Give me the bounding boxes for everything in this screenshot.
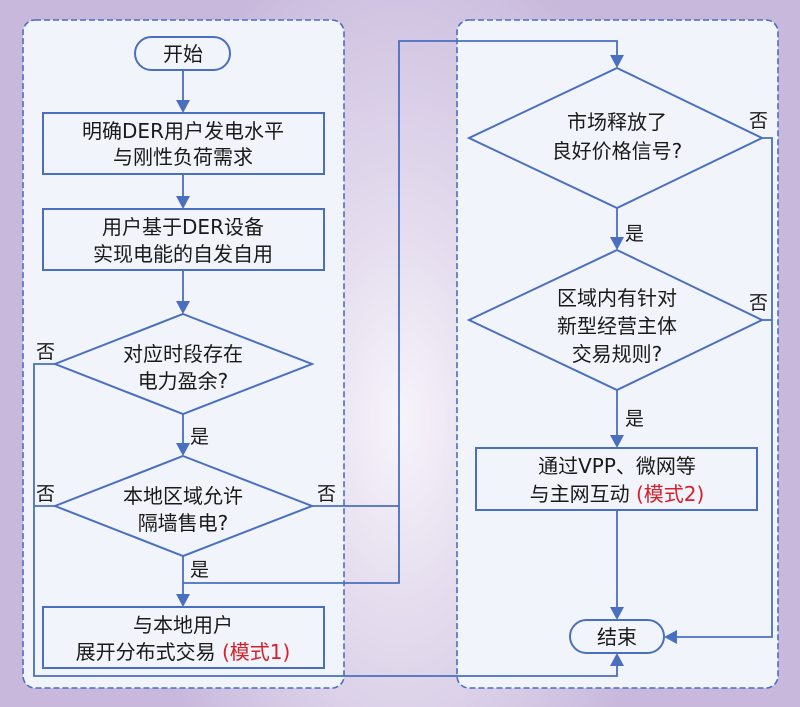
step1-box (42, 112, 325, 175)
decision4-line1: 区域内有针对 (557, 286, 677, 310)
arrow-head (176, 196, 190, 209)
arrow-head (176, 594, 190, 607)
mode1-tag: (模式1) (222, 640, 290, 664)
mode1-line2: 展开分布式交易 (76, 640, 222, 664)
mode2-tag: (模式2) (636, 482, 704, 506)
arrow-head (610, 607, 624, 620)
decision1-line2: 电力盈余? (138, 369, 229, 393)
mode2-line2-wrap: 与主网互动 (模式2) (530, 482, 705, 506)
decision3-line2: 良好价格信号? (552, 139, 683, 163)
label-decision2-right-no: 否 (317, 483, 336, 505)
edge-labels: 否 是 否 否 是 否 是 否 是 (36, 110, 768, 581)
edge-decision2-yes-join (183, 506, 400, 584)
step2-node: 用户基于DER设备 实现电能的自发自用 (42, 208, 325, 271)
start-label: 开始 (163, 42, 203, 66)
arrow-head (176, 443, 190, 456)
step1-line2: 与刚性负荷需求 (113, 145, 253, 169)
mode1-box (42, 606, 325, 669)
decision1-diamond (52, 312, 315, 416)
decision1-node: 对应时段存在 电力盈余? (52, 312, 315, 416)
arrow-head (610, 237, 624, 250)
mode2-node: 通过VPP、微网等 与主网互动 (模式2) (475, 447, 758, 511)
label-decision3-no: 否 (749, 110, 768, 132)
decision3-node: 市场释放了 良好价格信号? (466, 66, 765, 210)
mode1-line1: 与本地用户 (133, 613, 233, 637)
mode2-line2: 与主网互动 (530, 482, 636, 506)
end-label: 结束 (597, 625, 637, 649)
end-node: 结束 (569, 619, 665, 654)
mode2-box (475, 447, 758, 511)
decision2-line2: 隔墙售电? (138, 511, 229, 535)
decision4-diamond (466, 248, 765, 392)
decision2-diamond (52, 454, 315, 558)
decision2-line1: 本地区域允许 (123, 484, 243, 508)
decision4-line2: 新型经营主体 (557, 314, 677, 338)
end-terminator-shape (569, 619, 665, 654)
mode1-line2-wrap: 展开分布式交易 (模式1) (76, 640, 291, 664)
arrow-head (176, 301, 190, 314)
label-decision1-no: 否 (36, 341, 55, 363)
step1-line1: 明确DER用户发电水平 (82, 119, 284, 143)
edge-decision2-right-no-to-decision3 (312, 40, 618, 507)
start-node: 开始 (134, 36, 231, 71)
label-decision2-left-no: 否 (36, 483, 55, 505)
edge-left-no-to-end (33, 363, 618, 677)
label-decision1-yes: 是 (190, 426, 209, 448)
decision4-line3: 交易规则? (572, 342, 663, 366)
decision1-line1: 对应时段存在 (123, 342, 243, 366)
decision2-node: 本地区域允许 隔墙售电? (52, 454, 315, 558)
label-decision4-yes: 是 (625, 408, 644, 430)
step1-node: 明确DER用户发电水平 与刚性负荷需求 (42, 112, 325, 175)
label-decision3-yes: 是 (625, 223, 644, 245)
step2-line1: 用户基于DER设备 (102, 215, 264, 239)
label-decision2-yes: 是 (190, 559, 209, 581)
step2-line2: 实现电能的自发自用 (93, 242, 273, 266)
arrow-head (610, 653, 624, 666)
mode2-line1: 通过VPP、微网等 (538, 454, 696, 478)
step2-box (42, 208, 325, 271)
decision3-line1: 市场释放了 (567, 110, 667, 134)
edge-right-no-to-end (674, 137, 773, 638)
arrow-head (664, 630, 677, 644)
decision3-diamond (466, 66, 765, 210)
connectors (33, 40, 773, 677)
arrow-head (610, 55, 624, 68)
label-decision4-no: 否 (749, 292, 768, 314)
mode1-node: 与本地用户 展开分布式交易 (模式1) (42, 606, 325, 669)
decision4-node: 区域内有针对 新型经营主体 交易规则? (466, 248, 765, 392)
arrow-head (610, 435, 624, 448)
start-terminator-shape (134, 36, 231, 71)
arrow-head (176, 100, 190, 113)
